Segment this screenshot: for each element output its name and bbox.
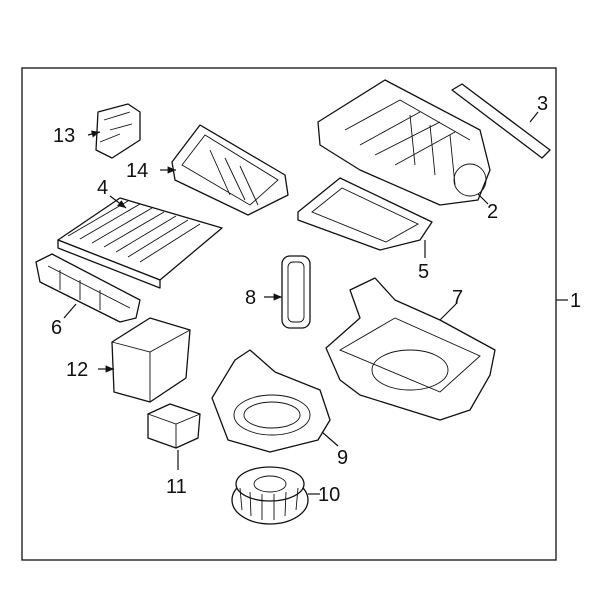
callout-7: 7 xyxy=(452,287,463,309)
callout-14: 14 xyxy=(126,160,148,182)
part-10-blower-motor xyxy=(231,466,309,525)
part-12-module xyxy=(111,317,191,403)
callout-11: 11 xyxy=(166,476,187,498)
callout-6: 6 xyxy=(51,317,62,339)
callout-8: 8 xyxy=(245,287,256,309)
callout-2: 2 xyxy=(487,201,498,223)
callout-4: 4 xyxy=(97,177,108,199)
callout-1: 1 xyxy=(570,290,581,312)
part-11-resistor xyxy=(147,403,201,449)
part-3-strip xyxy=(451,83,551,159)
part-6-bracket xyxy=(35,253,141,323)
part-8-seal xyxy=(281,255,311,329)
callout-13: 13 xyxy=(53,125,75,147)
callout-3: 3 xyxy=(537,93,548,115)
part-14-cover xyxy=(171,124,289,216)
callout-5: 5 xyxy=(418,261,429,283)
callout-12: 12 xyxy=(66,359,88,381)
callout-9: 9 xyxy=(337,447,348,469)
callout-10: 10 xyxy=(318,484,340,506)
part-4-cabin-filter xyxy=(57,197,223,289)
assembly-frame xyxy=(21,67,557,561)
part-5-evaporator-frame xyxy=(297,177,433,251)
part-13-actuator xyxy=(95,103,141,159)
part-9-blower-housing xyxy=(211,349,331,453)
part-2-upper-case xyxy=(317,79,491,206)
part-7-lower-case xyxy=(325,277,496,421)
